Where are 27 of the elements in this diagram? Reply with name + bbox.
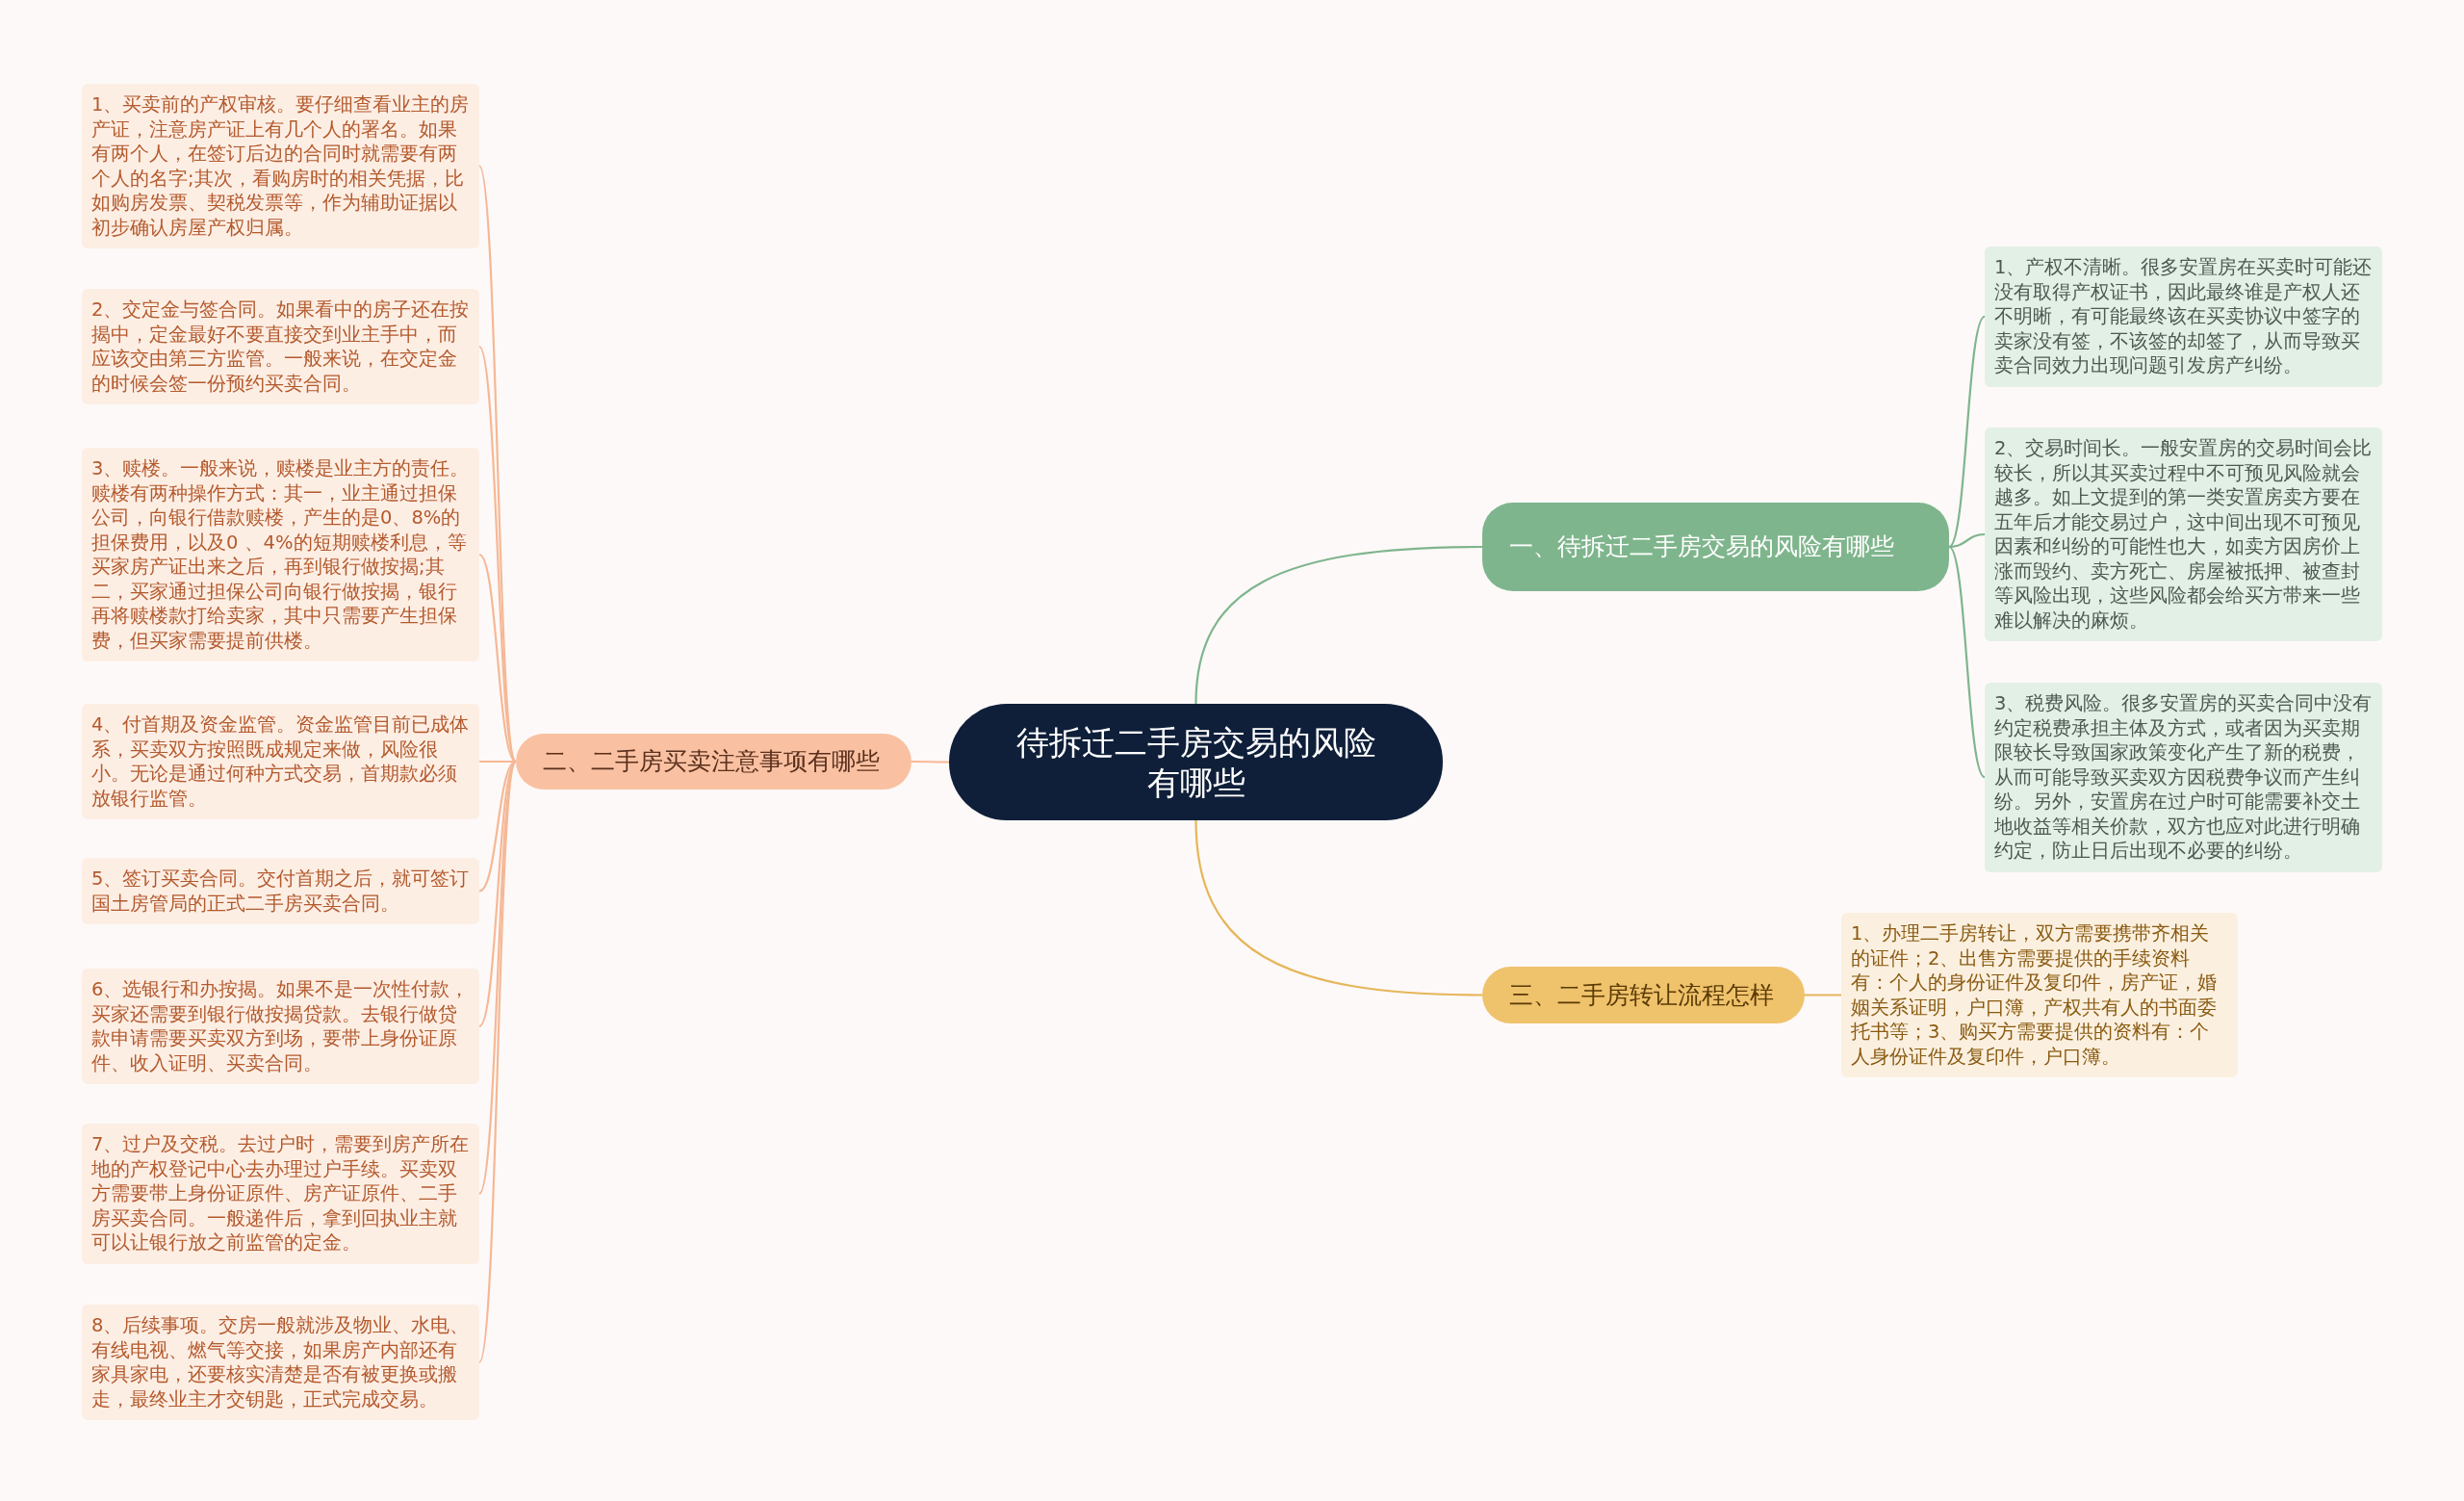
text-box: 7、过户及交税。去过户时，需要到房产所在地的产权登记中心去办理过户手续。买卖双方需要带上身份证原件、房产证原件、二手房买卖合同。一般递件后，拿到回执业主就可以让银行放之前监管的定金。 — [82, 1124, 479, 1264]
text-box: 8、后续事项。交房一般就涉及物业、水电、有线电视、燃气等交接，如果房产内部还有家具家电，还要核实清楚是否有被更换或搬走，最终业主才交钥匙，正式完成交易。 — [82, 1305, 479, 1420]
text-box: 3、税费风险。很多安置房的买卖合同中没有约定税费承担主体及方式，或者因为买卖期限较长导致国家政策变化产生了新的税费，从而可能导致买卖双方因税费争议而产生纠纷。另外，安置房在过户时可能需要补交土地收益等相关价款，双方也应对此进行明确约定，防止日后出现不必要的纠纷。 — [1985, 683, 2382, 872]
connector-line — [1948, 546, 1986, 778]
connector-line — [479, 760, 516, 763]
text-box: 2、交定金与签合同。如果看中的房子还在按揭中，定金最好不要直接交到业主手中，而应该交由第三方监管。一般来说，在交定金的时候会签一份预约买卖合同。 — [82, 289, 479, 404]
branch-topic: 二、二手房买卖注意事项有哪些 — [516, 734, 911, 789]
text-box: 1、产权不清晰。很多安置房在买卖时可能还没有取得产权证书，因此最终谁是产权人还不明晰，有可能最终该在买卖协议中签字的卖家没有签，不该签的却签了，从而导致买卖合同效力出现问题引发房产纠纷。 — [1985, 246, 2382, 387]
connector-line — [1948, 532, 1986, 549]
branch-topic: 三、二手房转让流程怎样 — [1482, 967, 1805, 1023]
text-box: 2、交易时间长。一般安置房的交易时间会比较长，所以其买卖过程中不可预见风险就会越多。如上文提到的第一类安置房卖方要在五年后才能交易过户，这中间出现不可预见因素和纠纷的可能性也大，如卖方因房价上涨而毁约、卖方死亡、房屋被抵押、被查封等风险出现，这些风险都会给买方带来一些难以解决的麻烦。 — [1985, 427, 2382, 641]
connector-line — [1948, 316, 1986, 548]
connector-line — [478, 346, 517, 763]
text-box: 1、办理二手房转让，双方需要携带齐相关的证件；2、出售方需要提供的手续资料有：个人的身份证件及复印件，房产证，婚姻关系证明，户口簿，产权共有人的书面委托书等；3、购买方需要提供的资料有：个人身份证件及复印件，户口簿。 — [1841, 913, 2238, 1077]
connector-line — [1194, 545, 1482, 705]
connector-line — [477, 761, 518, 1363]
text-box: 5、签订买卖合同。交付首期之后，就可签订国土房管局的正式二手房买卖合同。 — [82, 858, 479, 924]
connector-line — [1194, 819, 1483, 996]
text-box: 6、选银行和办按揭。如果不是一次性付款，买家还需要到银行做按揭贷款。去银行做贷款申请需要买卖双方到场，要带上身份证原件、收入证明、买卖合同。 — [82, 969, 479, 1084]
text-box: 1、买卖前的产权审核。要仔细查看业主的房产证，注意房产证上有几个人的署名。如果有两个人，在签订后边的合同时就需要有两个人的名字;其次，看购房时的相关凭据，比如购房发票、契税发票等，作为辅助证据以初步确认房屋产权归属。 — [82, 84, 479, 248]
connector-line — [478, 761, 517, 1195]
connector-line — [478, 554, 517, 763]
connector-line — [911, 760, 949, 763]
branch-topic: 一、待拆迁二手房交易的风险有哪些 — [1482, 503, 1949, 591]
central-topic: 待拆迁二手房交易的风险有哪些 — [949, 704, 1443, 820]
text-box: 3、赎楼。一般来说，赎楼是业主方的责任。赎楼有两种操作方式：其一，业主通过担保公司，向银行借款赎楼，产生的是0、8%的担保费用，以及0 、4%的短期赎楼利息，等买家房产证出来之后，再到银行做按揭;其二，买家通过担保公司向银行做按揭，银行再将赎楼款打给卖家，其中只需要产生担保费，但买家需要提前供楼。 — [82, 448, 479, 661]
text-box: 4、付首期及资金监管。资金监管目前已成体系，买卖双方按照既成规定来做，风险很小。无论是通过何种方式交易，首期款必须放银行监管。 — [82, 704, 479, 819]
